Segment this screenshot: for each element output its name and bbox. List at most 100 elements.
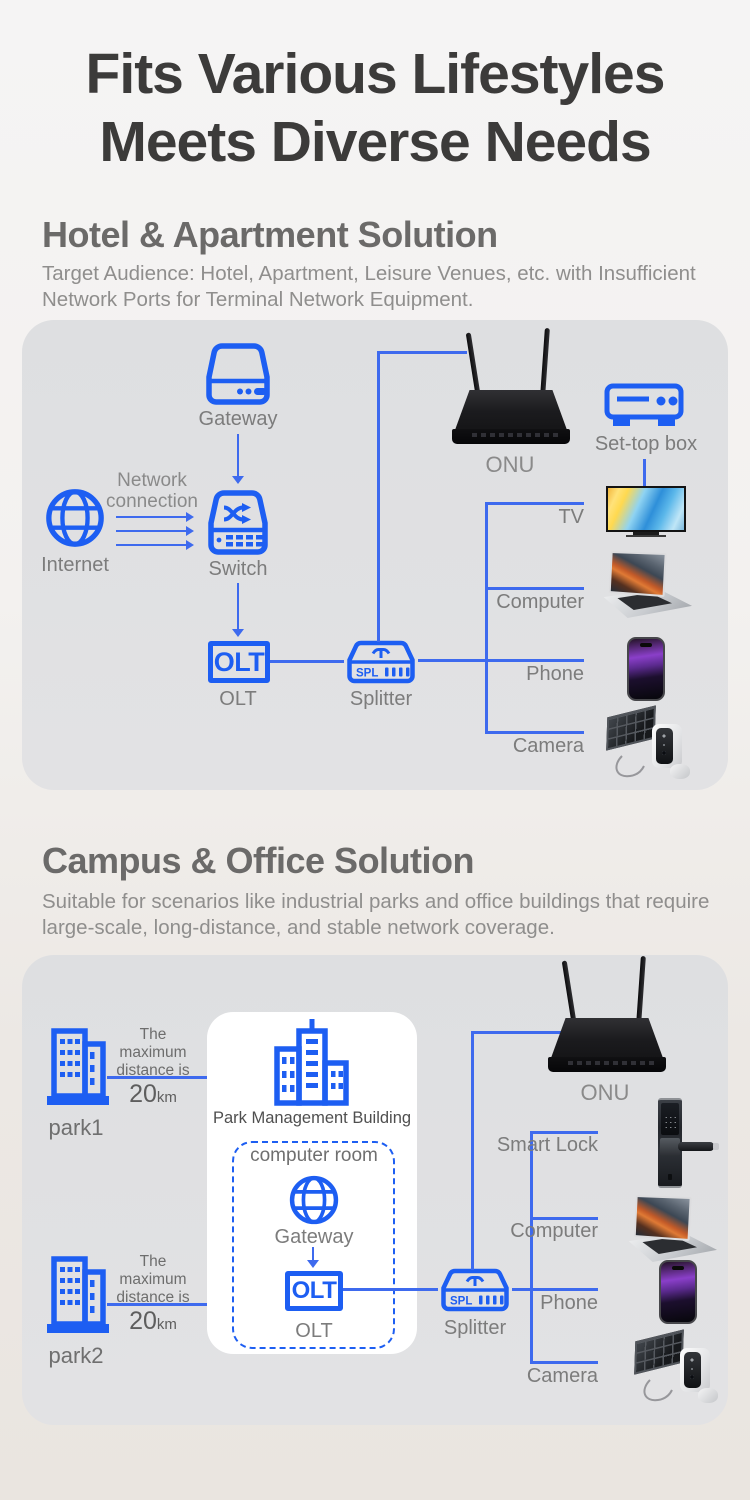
olt-icon: OLT xyxy=(208,641,270,683)
tv-stand xyxy=(633,532,659,535)
campus-onu-body-top xyxy=(551,1018,663,1058)
phone-photo-2 xyxy=(659,1260,697,1324)
onu-label: ONU xyxy=(485,452,535,477)
computer-branch-line xyxy=(485,587,584,590)
splitter-icon-text: SPL xyxy=(356,668,378,680)
camera-label: Camera xyxy=(512,735,584,757)
campus-splitter-label: Splitter xyxy=(443,1317,507,1339)
camera-photo-2 xyxy=(634,1329,722,1406)
network-connection-label: Network connection xyxy=(106,470,198,512)
camera-cable-2 xyxy=(643,1379,673,1402)
camera-branch-line xyxy=(485,731,584,734)
campus-olt-label: OLT xyxy=(295,1320,333,1342)
camera-solar-panel xyxy=(606,705,656,751)
computer-label: Computer xyxy=(496,591,584,613)
phone-branch-line xyxy=(418,659,584,662)
phone-label: Phone xyxy=(526,663,584,685)
computer-label-2: Computer xyxy=(510,1220,598,1242)
gateway-to-switch-arrow xyxy=(232,434,244,484)
smartlock-hub xyxy=(660,1138,680,1156)
connection-arrow-2 xyxy=(116,526,194,536)
campus-gateway-icon xyxy=(289,1175,339,1225)
gateway-icon xyxy=(206,343,270,405)
computer-branch-line-2 xyxy=(530,1217,598,1220)
smartlock-branch-line xyxy=(530,1131,598,1134)
onu-photo xyxy=(452,327,570,446)
splitter-label: Splitter xyxy=(349,688,413,710)
park1-building-icon xyxy=(47,1028,109,1105)
campus-onu-label: ONU xyxy=(580,1080,630,1105)
campus-onu-antenna-right xyxy=(636,955,646,1027)
management-building-icon xyxy=(274,1019,349,1106)
settop-box-label: Set-top box xyxy=(594,433,698,455)
tv-label: TV xyxy=(558,506,584,528)
onu-antenna-left xyxy=(465,332,481,399)
campus-onu-body-front xyxy=(548,1057,666,1072)
connection-arrow-3 xyxy=(116,540,194,550)
camera-label-2: Camera xyxy=(526,1365,598,1387)
laptop-screen-2 xyxy=(633,1195,692,1242)
camera-solar-panel-2 xyxy=(634,1329,684,1375)
park1-label: park1 xyxy=(48,1115,104,1140)
settop-box-icon xyxy=(604,383,684,426)
campus-olt-icon: OLT xyxy=(285,1271,343,1311)
management-building-label: Park Management Building xyxy=(212,1109,412,1127)
smartlock-keypad xyxy=(661,1103,679,1135)
campus-splitter-icon: SPL xyxy=(441,1268,509,1312)
onu-body-top xyxy=(455,390,567,430)
camera-branch-line-2 xyxy=(530,1361,598,1364)
gateway-to-olt-arrow-2 xyxy=(307,1247,319,1268)
computer-room-label: computer room xyxy=(250,1145,378,1166)
phone-branch-line-2 xyxy=(512,1288,598,1291)
smartlock-photo xyxy=(650,1098,720,1190)
tv-screen xyxy=(606,486,686,532)
smartlock-keyhole xyxy=(668,1174,672,1180)
camera-mount xyxy=(670,764,690,779)
hotel-section-heading: Hotel & Apartment Solution xyxy=(42,214,498,255)
gateway-label: Gateway xyxy=(198,408,278,430)
distance-unit: km xyxy=(156,1088,177,1106)
page-title-line1: Fits Various Lifestyles xyxy=(85,42,666,106)
park2-link-line xyxy=(107,1303,207,1306)
page-title-line2: Meets Diverse Needs xyxy=(99,110,651,175)
splitter-uplink-line xyxy=(377,352,380,642)
smartlock-label: Smart Lock xyxy=(496,1134,598,1156)
park1-link-line xyxy=(107,1076,207,1079)
camera-lens-face xyxy=(656,728,673,764)
campus-gateway-label: Gateway xyxy=(274,1226,354,1248)
phone-photo xyxy=(627,637,665,701)
connection-arrow-1 xyxy=(116,512,194,522)
uplink-to-onu-line-2 xyxy=(471,1031,561,1034)
tv-photo xyxy=(606,486,686,537)
splitter-uplink-line-2 xyxy=(471,1032,474,1270)
uplink-to-onu-line xyxy=(377,351,467,354)
distance-note-2: The maximum distance is 20km xyxy=(116,1253,190,1335)
camera-cable xyxy=(615,755,645,778)
switch-icon xyxy=(208,490,268,555)
park2-building-icon xyxy=(47,1256,109,1333)
campus-splitter-icon-text: SPL xyxy=(450,1296,472,1308)
phone-label-2: Phone xyxy=(540,1292,598,1314)
computer-room-box xyxy=(232,1141,395,1349)
camera-mount-2 xyxy=(698,1388,718,1403)
page-title: Fits Various Lifestyles Meets Diverse Ne… xyxy=(0,40,750,177)
splitter-icon: SPL xyxy=(347,640,415,684)
camera-lens-face-2 xyxy=(684,1352,701,1388)
device-bracket-line xyxy=(485,502,488,734)
campus-onu-antenna-left xyxy=(561,960,577,1027)
settop-to-tv-line xyxy=(643,459,646,487)
distance-value: 20 xyxy=(129,1079,157,1108)
switch-to-olt-arrow xyxy=(232,583,244,637)
campus-section-description: Suitable for scenarios like industrial p… xyxy=(42,890,710,940)
onu-antenna-right xyxy=(540,327,550,399)
park2-label: park2 xyxy=(48,1343,104,1368)
campus-onu-photo xyxy=(548,955,666,1074)
laptop-screen xyxy=(608,551,667,598)
device-bracket-line-2 xyxy=(530,1131,533,1364)
laptop-photo xyxy=(600,551,692,618)
hotel-section-description: Target Audience: Hotel, Apartment, Leisu… xyxy=(42,262,696,312)
olt-label: OLT xyxy=(219,688,257,710)
olt-to-splitter-line xyxy=(270,660,344,663)
onu-body-front xyxy=(452,429,570,444)
